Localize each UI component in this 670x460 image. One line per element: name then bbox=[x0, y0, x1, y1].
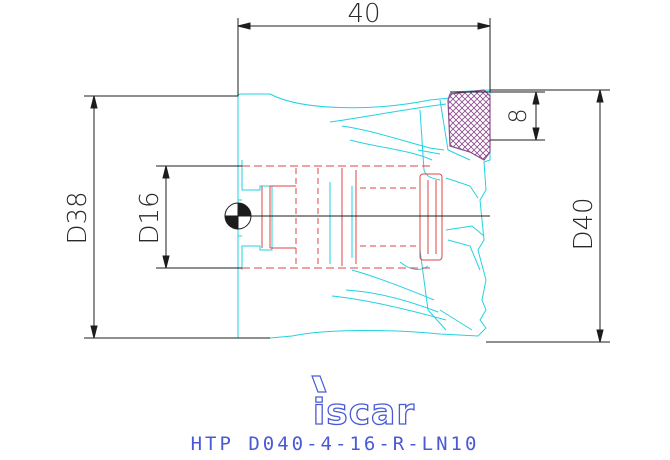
dimension-length bbox=[237, 22, 491, 30]
bore-diameter-label: D16 bbox=[135, 191, 165, 244]
bore-section bbox=[242, 165, 443, 269]
dimension-corner bbox=[450, 91, 545, 141]
mount-diameter-label: D38 bbox=[63, 191, 93, 244]
tool-body-outline bbox=[237, 89, 491, 339]
centre-axis bbox=[237, 18, 491, 217]
iscar-logo: iscar bbox=[311, 375, 415, 434]
insert-hatched bbox=[447, 89, 491, 161]
centre-mark-icon bbox=[224, 202, 252, 230]
dimension-bore-diameter bbox=[156, 165, 242, 269]
dimension-cutting-diameter bbox=[486, 89, 610, 343]
dimension-mount-diameter bbox=[84, 95, 270, 339]
corner-label: 8 bbox=[504, 108, 532, 123]
cutting-diameter-label: D40 bbox=[569, 197, 599, 250]
length-label: 40 bbox=[347, 0, 380, 29]
brand-logo-text: iscar bbox=[313, 392, 415, 433]
part-code: HTP D040-4-16-R-LN10 bbox=[190, 433, 480, 455]
